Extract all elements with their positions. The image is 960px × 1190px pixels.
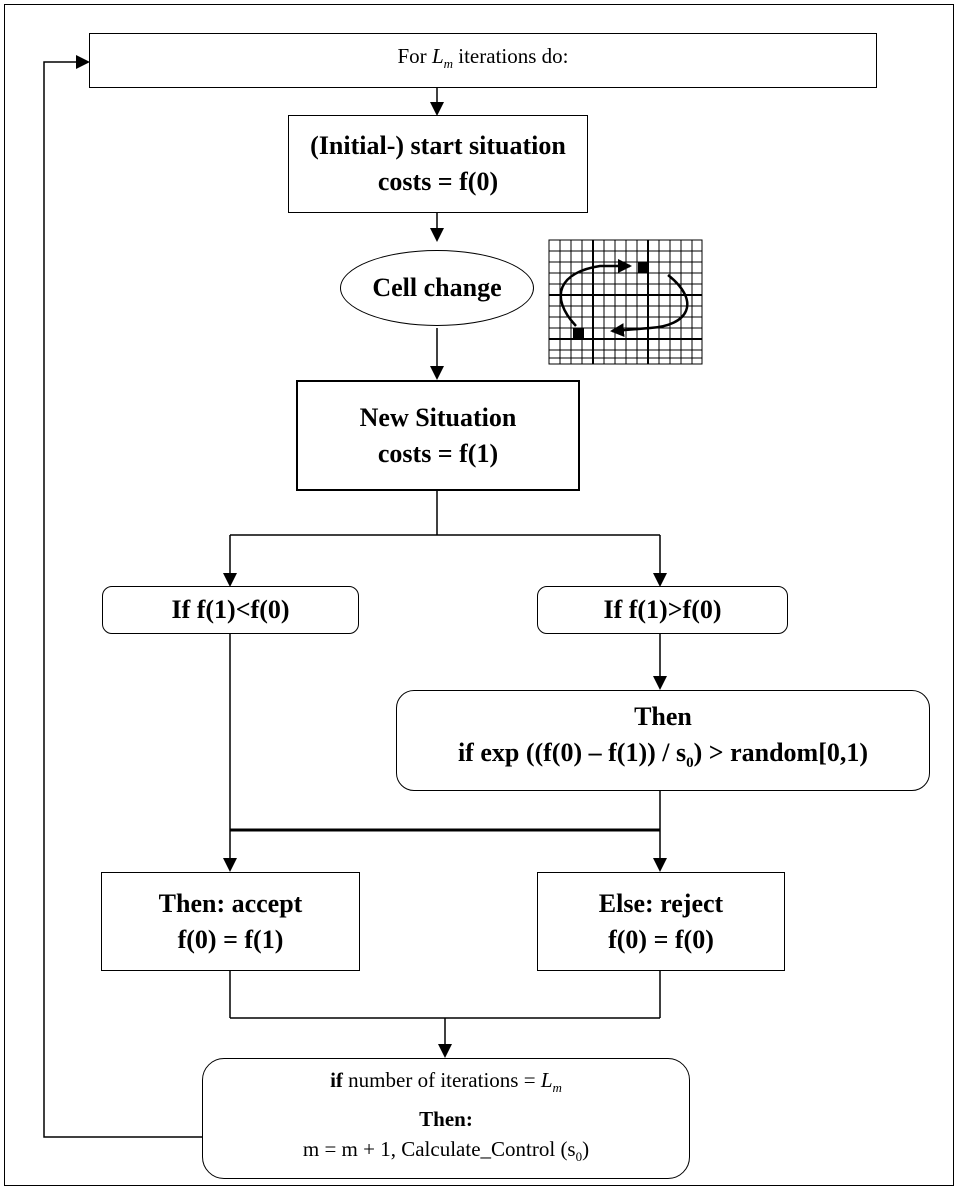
grid-cell-target (573, 328, 584, 339)
final-then: Then: (419, 1106, 473, 1131)
start-situation-title: (Initial-) start situation (310, 131, 566, 160)
final-var: L (540, 1068, 553, 1093)
grid-swap-arrow-top (559, 259, 632, 327)
loop-header-sub: m (443, 56, 454, 72)
reject-title: Else: reject (598, 888, 724, 918)
cell-change-ellipse: Cell change (340, 250, 534, 326)
formula-part-b: ) > random[0,1) (693, 738, 869, 768)
new-situation-costs: costs = f(1) (377, 438, 499, 468)
final-if: if (330, 1068, 343, 1093)
arrow-loop-back (43, 55, 202, 1138)
final-update-close: ) (582, 1136, 590, 1161)
start-costs: costs = f(0) (377, 167, 499, 196)
condition-less-box: If f(1)<f(0) (102, 586, 359, 634)
condition-less-label: If f(1)<f(0) (171, 595, 290, 624)
then-probability-formula: if exp ((f(0) – f(1)) / s0) > random[0,1… (458, 735, 868, 781)
final-check-box: if number of iterations = Lm Then: m = m… (202, 1058, 690, 1179)
grid-swap-arrow-bottom (610, 274, 689, 338)
grid-cell-source (638, 262, 649, 273)
reject-box: Else: reject f(0) = f(0) (537, 872, 785, 971)
accept-title: Then: accept (158, 888, 303, 918)
then-probability-box: Then if exp ((f(0) – f(1)) / s0) > rando… (396, 690, 930, 791)
loop-header-suffix: iterations do: (453, 44, 569, 69)
formula-sub: 0 (686, 755, 694, 772)
final-update: m = m + 1, Calculate_Control (s (302, 1136, 576, 1161)
reject-formula: f(0) = f(0) (608, 924, 714, 954)
diagram-frame (4, 4, 954, 1186)
then-probability-title: Then (634, 702, 692, 732)
final-condition: number of iterations = (342, 1068, 541, 1093)
new-situation-title: New Situation (359, 402, 517, 432)
formula-part-a: if exp ((f(0) – f(1)) / s (457, 738, 687, 768)
loop-header-prefix: For (397, 44, 432, 69)
loop-header-text: For Lm iterations do: (398, 41, 569, 79)
accept-box: Then: accept f(0) = f(1) (101, 872, 360, 971)
start-situation-box: (Initial-) start situation costs = f(0) (288, 115, 588, 213)
condition-greater-label: If f(1)>f(0) (603, 595, 722, 624)
final-sub: m (552, 1080, 562, 1096)
accept-formula: f(0) = f(1) (177, 924, 284, 954)
cell-change-label: Cell change (372, 273, 502, 302)
loop-header-var: L (431, 44, 444, 69)
final-line-3: m = m + 1, Calculate_Control (s0) (303, 1134, 589, 1172)
final-update-sub: 0 (575, 1148, 583, 1164)
final-line-1: if number of iterations = Lm (330, 1065, 562, 1103)
new-situation-box: New Situation costs = f(1) (296, 380, 580, 491)
grid-illustration (548, 239, 703, 365)
condition-greater-box: If f(1)>f(0) (537, 586, 788, 634)
loop-header-box: For Lm iterations do: (89, 33, 877, 88)
